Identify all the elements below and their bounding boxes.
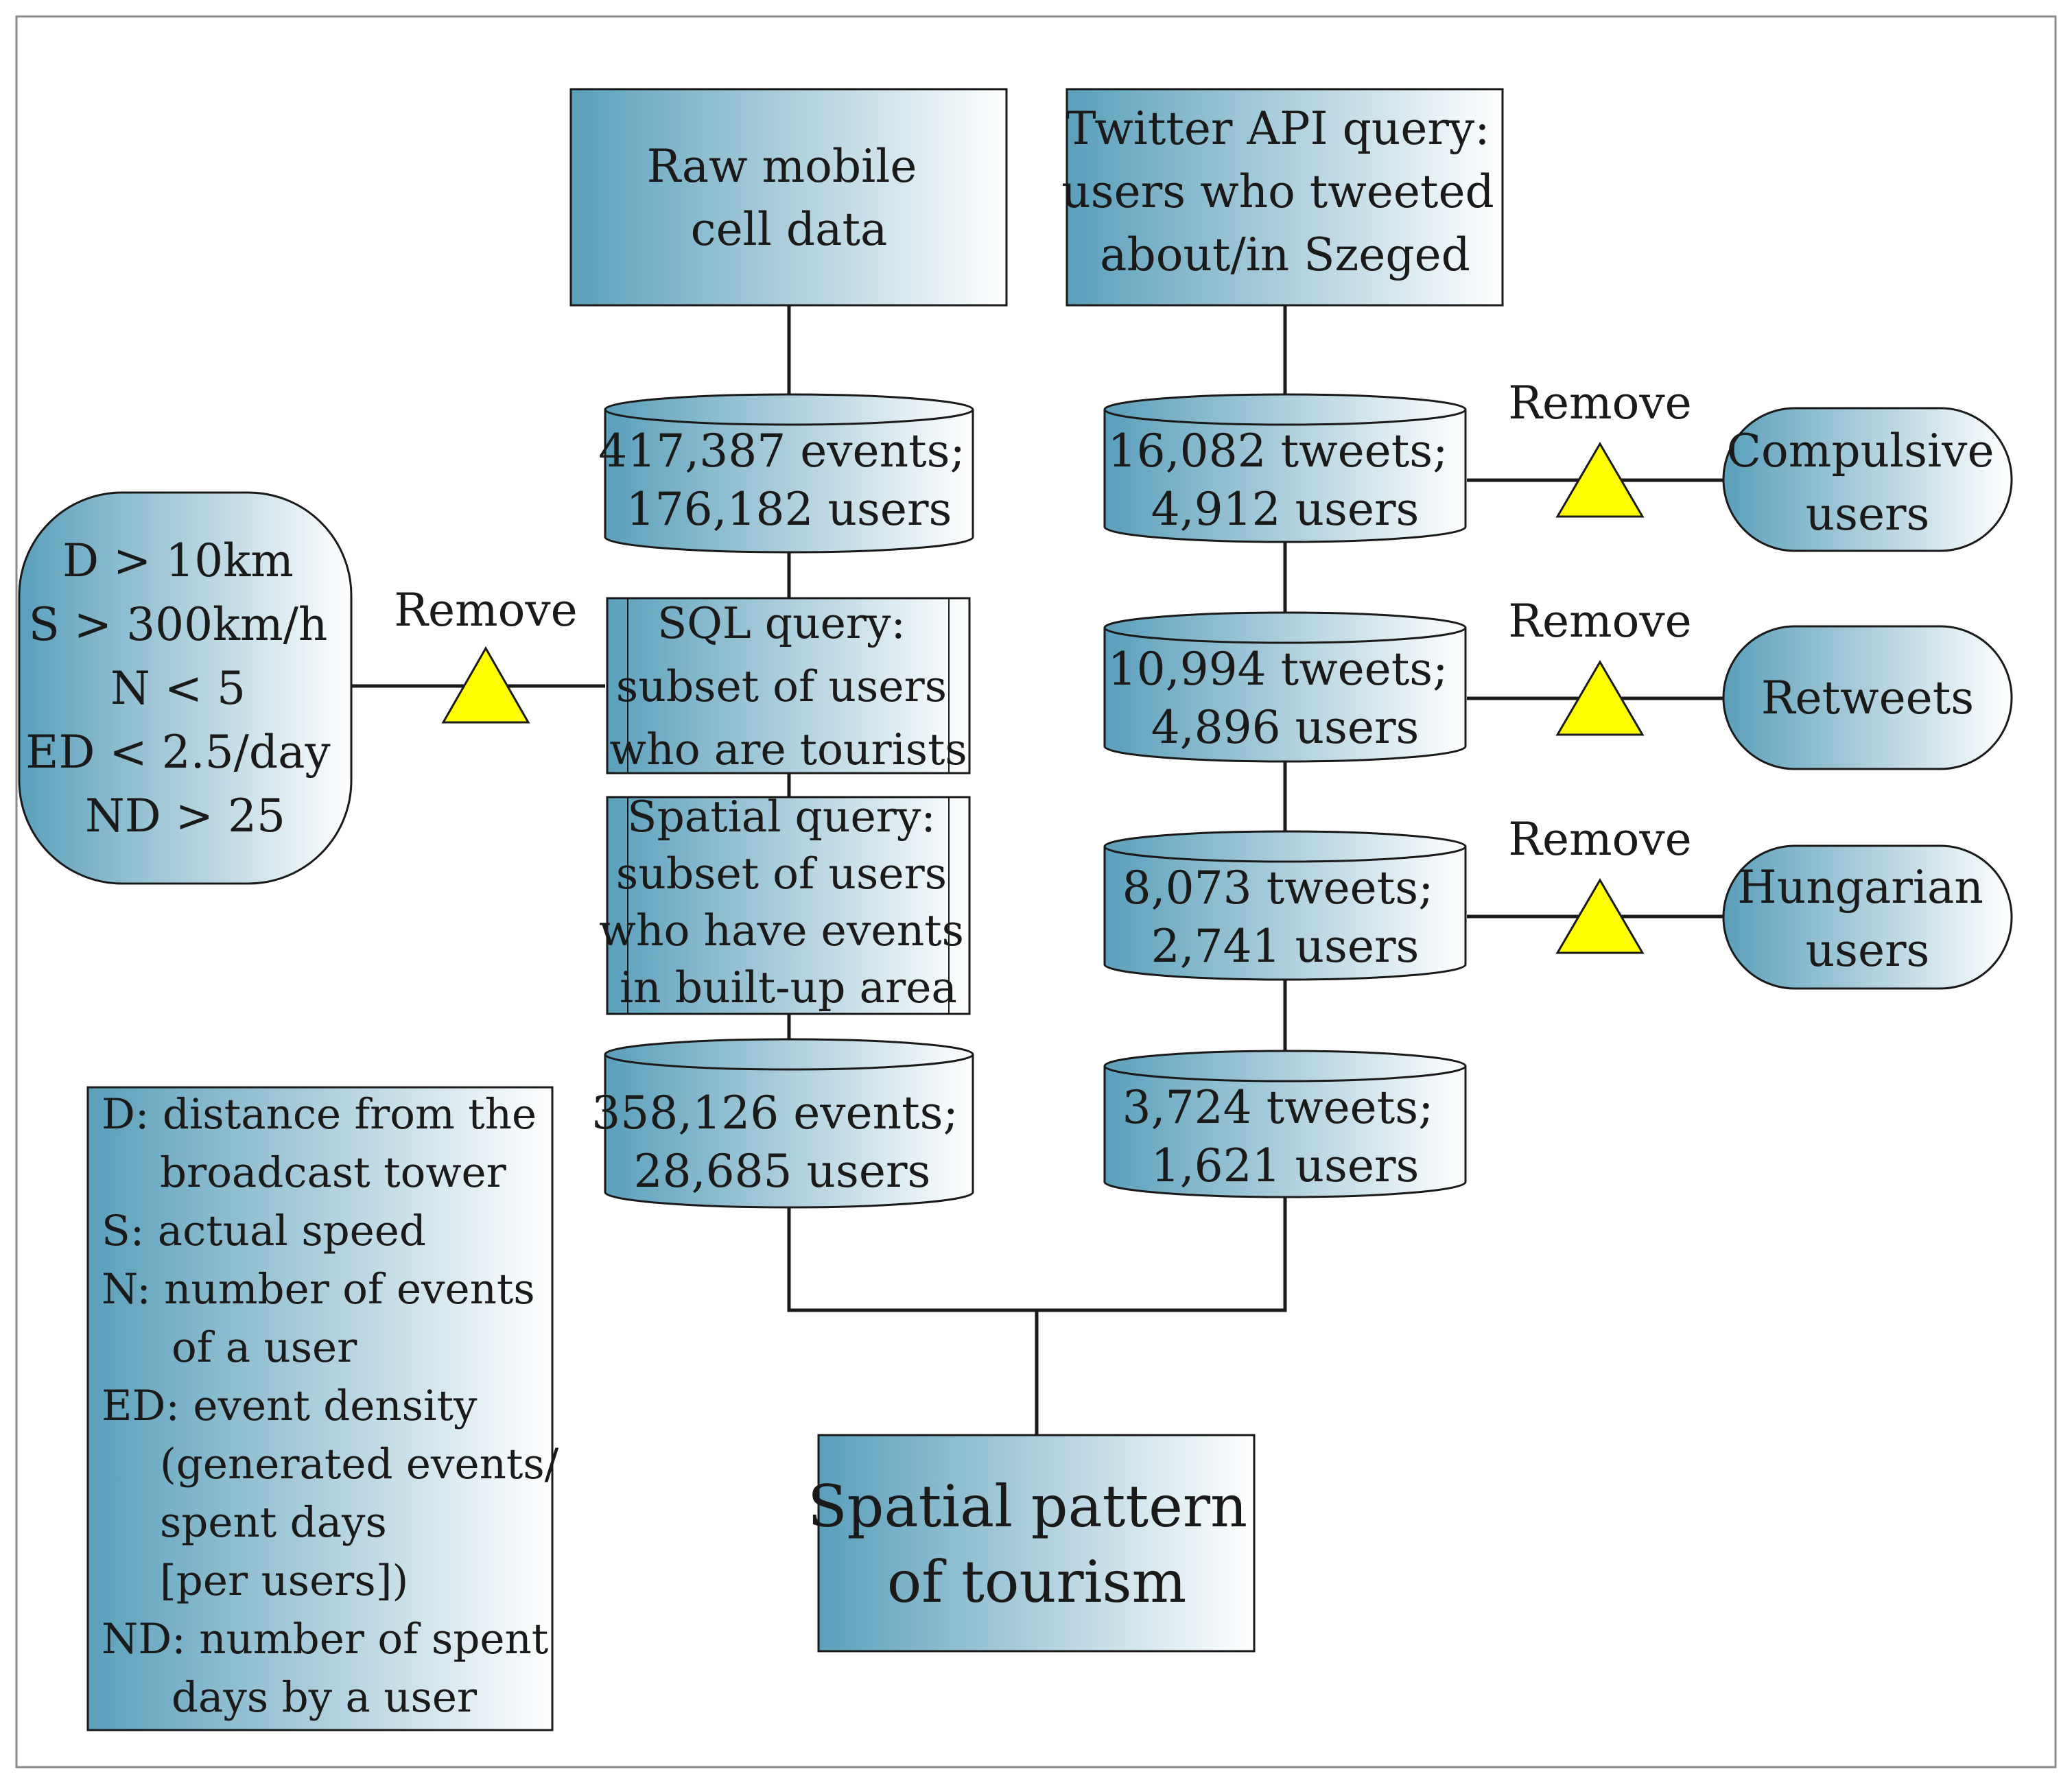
twitter-db2-line-1: 10,994 tweets; (1108, 643, 1448, 696)
mobile-source-line-2: cell data (691, 203, 888, 256)
legend-line-9: [per users]) (160, 1557, 408, 1605)
remove-triangle-criteria (441, 646, 530, 724)
remove-label-compulsive: Remove (1508, 377, 1691, 429)
sql-query-line-1: SQL query: (657, 598, 906, 648)
mobile-db1-line-1: 417,387 events; (598, 425, 965, 477)
compulsive-line-2: users (1806, 488, 1930, 541)
criteria-line-5: ND > 25 (85, 790, 285, 842)
spatial-query-line-3: who have events (599, 906, 964, 956)
svg-text:358,126 events; 28,685 u: 358,126 events; 28,685 users (591, 1087, 972, 1198)
criteria-line-2: S > 300km/h (29, 598, 328, 651)
criteria-line-3: N < 5 (110, 662, 246, 715)
result-line-1: Spatial pattern (808, 1473, 1247, 1540)
criteria-line-4: ED < 2.5/day (25, 726, 331, 779)
twitter-source-line-1: Twitter API query: (1066, 102, 1490, 155)
remove-triangle-retweets (1555, 660, 1645, 736)
svg-text:Spatial pattern of touri: Spatial pattern of tourism (808, 1473, 1266, 1616)
sql-query-line-2: subset of users (616, 661, 947, 711)
spatial-query-line-4: in built-up area (620, 962, 957, 1013)
twitter-source-line-3: about/in Szeged (1100, 228, 1470, 281)
svg-text:16,082 tweets; 4,912 use: 16,082 tweets; 4,912 users (1108, 425, 1463, 536)
legend-line-8: spent days (160, 1498, 387, 1547)
svg-text:8,073 tweets; 2,741 user: 8,073 tweets; 2,741 users (1122, 862, 1448, 973)
remove-label-criteria: Remove (394, 584, 577, 637)
svg-text:D: distance from the bro: D: distance from the broadcast tower S: … (102, 1090, 572, 1722)
twitter-db3-line-1: 8,073 tweets; (1122, 862, 1434, 914)
remove-triangle-hungarian (1555, 878, 1645, 954)
twitter-db2-cylinder: 10,994 tweets; 4,896 users (1103, 611, 1467, 763)
svg-text:3,724 tweets; 1,621 user: 3,724 tweets; 1,621 users (1122, 1081, 1448, 1192)
mobile-source-box (569, 88, 1008, 307)
retweets-box: Retweets (1722, 625, 2013, 770)
legend-line-10: ND: number of spent (102, 1615, 549, 1664)
result-line-2: of tourism (887, 1548, 1187, 1616)
legend-line-7: (generated events/ (160, 1440, 559, 1489)
svg-text:SQL query: subset of use: SQL query: subset of users who are touri… (609, 598, 967, 774)
twitter-db1-line-1: 16,082 tweets; (1108, 425, 1448, 477)
svg-text:Hungarian users: Hungarian users (1737, 861, 1998, 977)
hungarian-line-2: users (1806, 924, 1930, 977)
twitter-db4-line-1: 3,724 tweets; (1122, 1081, 1434, 1134)
spatial-query-box: Spatial query: subset of users who have … (599, 792, 978, 1015)
remove-label-retweets: Remove (1508, 595, 1691, 648)
mobile-db1-cylinder: 417,387 events; 176,182 users (598, 393, 979, 554)
svg-text:417,387 events; 176,182: 417,387 events; 176,182 users (598, 425, 979, 536)
svg-text:Twitter API query: users w: Twitter API query: users who tweeted abo… (1061, 102, 1509, 281)
twitter-db3-line-2: 2,741 users (1151, 920, 1420, 973)
mobile-db2-line-1: 358,126 events; (591, 1087, 958, 1139)
svg-text:D > 10km S > 300km/h: D > 10km S > 300km/h N < 5 ED < 2.5/day … (25, 534, 344, 842)
retweets-label: Retweets (1761, 672, 1974, 724)
criteria-line-1: D > 10km (62, 534, 294, 587)
result-box: Spatial pattern of tourism (808, 1434, 1266, 1653)
twitter-source-line-2: users who tweeted (1061, 165, 1494, 218)
mobile-db2-line-2: 28,685 users (634, 1145, 931, 1198)
svg-text:Raw mobile cell data: Raw mobile cell data (647, 140, 932, 256)
mobile-criteria-box: D > 10km S > 300km/h N < 5 ED < 2.5/day … (18, 491, 353, 885)
twitter-db4-cylinder: 3,724 tweets; 1,621 users (1103, 1050, 1467, 1198)
twitter-db1-line-2: 4,912 users (1151, 483, 1420, 536)
compulsive-users-box: Compulsive users (1722, 407, 2013, 552)
svg-text:Spatial query: subset of: Spatial query: subset of users who have … (599, 792, 978, 1013)
twitter-db1-cylinder: 16,082 tweets; 4,912 users (1103, 393, 1467, 543)
mobile-db2-cylinder: 358,126 events; 28,685 users (591, 1038, 974, 1209)
sql-query-line-3: who are tourists (609, 724, 967, 774)
compulsive-line-1: Compulsive (1727, 425, 1994, 477)
twitter-db2-line-2: 4,896 users (1151, 701, 1420, 754)
svg-text:Compulsive users: Compulsive users (1727, 425, 2009, 541)
legend-line-1: D: distance from the (102, 1090, 537, 1139)
legend-line-6: ED: event density (102, 1382, 478, 1430)
hungarian-users-box: Hungarian users (1722, 844, 2013, 990)
remove-label-hungarian: Remove (1508, 813, 1691, 866)
mobile-source-line-1: Raw mobile (647, 140, 917, 193)
spatial-query-line-1: Spatial query: (627, 792, 935, 842)
sql-query-box: SQL query: subset of users who are touri… (606, 597, 971, 774)
remove-triangle-compulsive (1555, 442, 1645, 518)
legend-line-3: S: actual speed (102, 1207, 426, 1255)
spatial-query-line-2: subset of users (616, 849, 947, 899)
hungarian-line-1: Hungarian (1737, 861, 1983, 914)
twitter-db3-cylinder: 8,073 tweets; 2,741 users (1103, 830, 1467, 981)
legend-line-2: broadcast tower (160, 1148, 507, 1197)
legend-box: D: distance from the broadcast tower S: … (86, 1086, 572, 1731)
legend-line-11: days by a user (172, 1673, 478, 1722)
twitter-source-box (1066, 88, 1504, 307)
legend-line-4: N: number of events (102, 1265, 535, 1314)
legend-line-5: of a user (172, 1323, 357, 1372)
svg-text:10,994 tweets; 4,896 use: 10,994 tweets; 4,896 users (1108, 643, 1463, 754)
svg-text:Retweets: Retweets (1761, 672, 1974, 724)
twitter-db4-line-2: 1,621 users (1151, 1139, 1420, 1192)
mobile-db1-line-2: 176,182 users (626, 483, 952, 536)
